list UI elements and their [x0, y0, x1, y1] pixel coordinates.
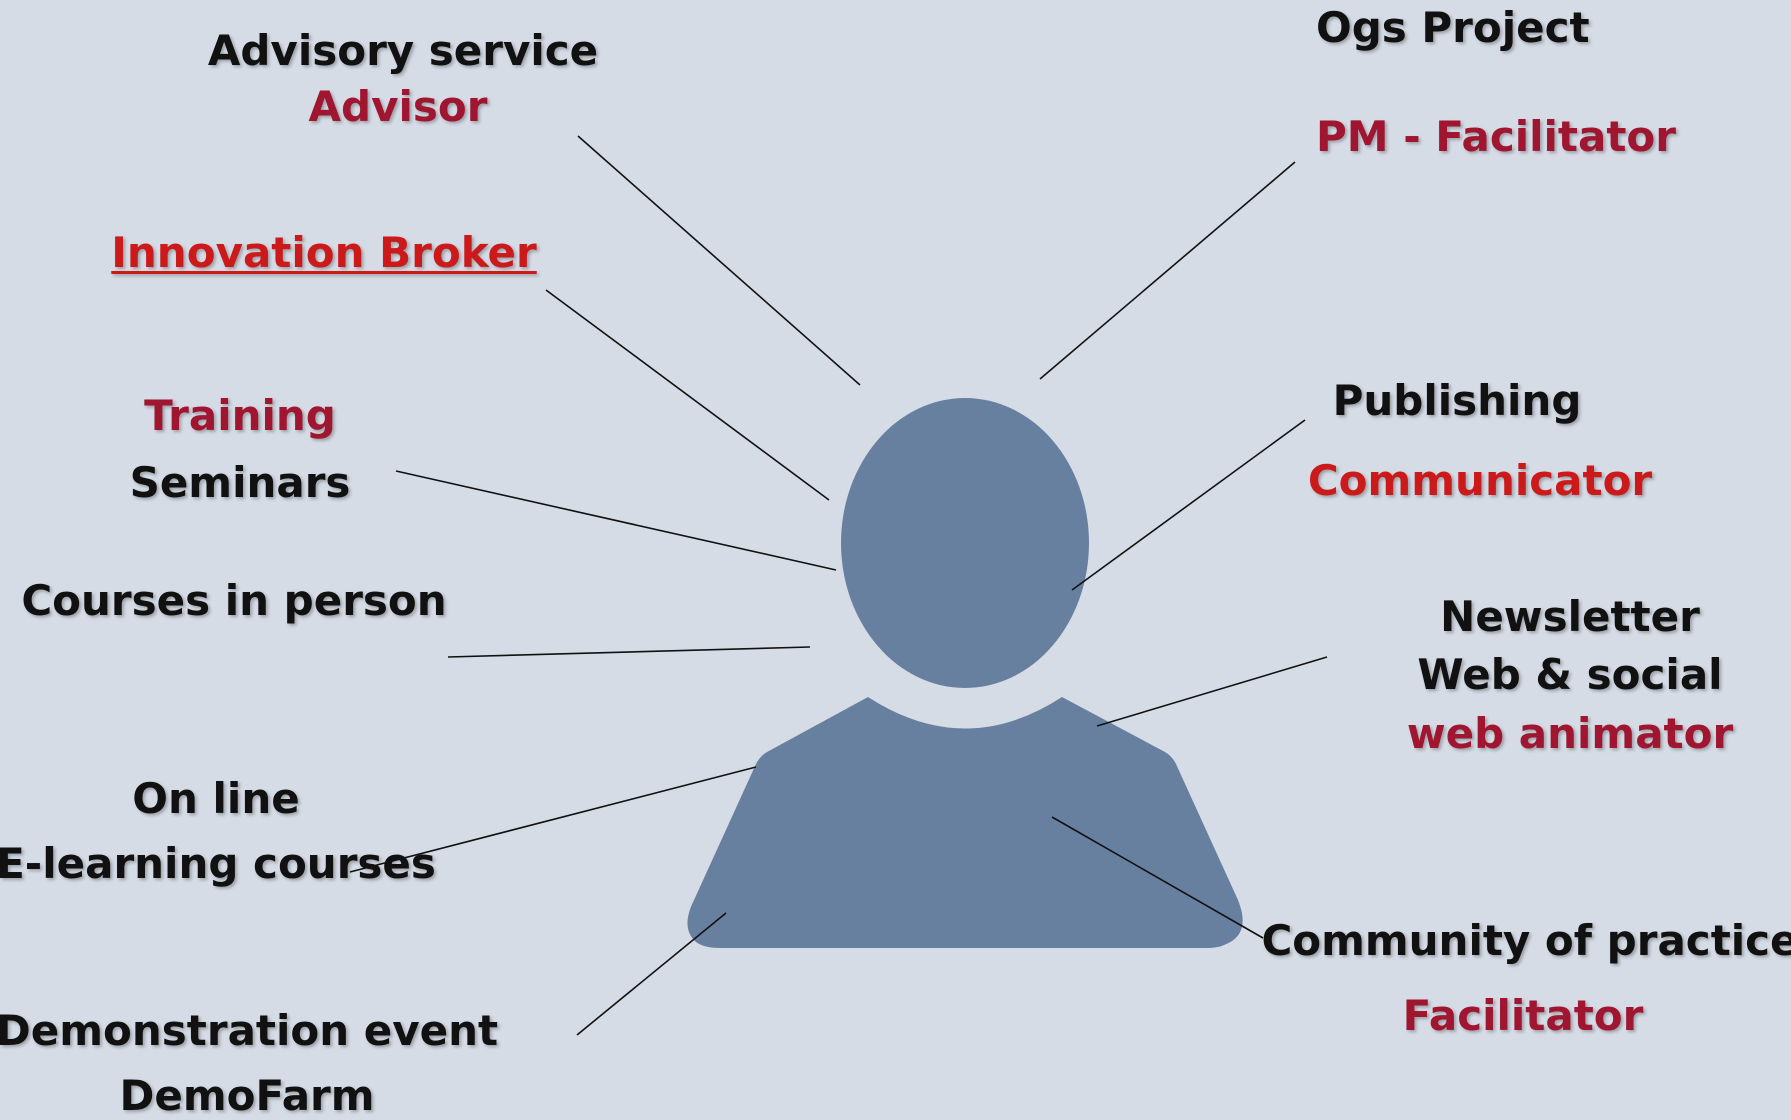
connector-broker — [545, 289, 830, 501]
connector-community — [1051, 816, 1264, 939]
connector-training — [395, 470, 837, 571]
newsletter-title: Newsletter — [1440, 592, 1700, 641]
training-role: Training — [144, 391, 336, 440]
facilitator-role: Facilitator — [1402, 991, 1644, 1040]
connector-advisory — [577, 135, 861, 386]
publishing-title: Publishing — [1332, 376, 1582, 425]
seminars-title: Seminars — [129, 458, 351, 507]
courses-in-person-title: Courses in person — [21, 576, 447, 625]
web-animator-role: web animator — [1406, 709, 1734, 758]
advisory-service-title: Advisory service — [207, 26, 599, 75]
person-head — [841, 398, 1089, 688]
demonstration-event-title: Demonstration event — [0, 1006, 499, 1055]
person-body — [687, 697, 1243, 948]
demofarm-title: DemoFarm — [119, 1071, 375, 1120]
connector-lines — [349, 135, 1328, 1036]
connector-online — [349, 766, 757, 873]
web-social-title: Web & social — [1417, 650, 1723, 699]
innovation-broker-role: Innovation Broker — [111, 228, 537, 277]
communicator-role: Communicator — [1307, 456, 1653, 505]
advisor-role: Advisor — [308, 82, 488, 131]
connector-publishing — [1071, 419, 1306, 591]
community-of-practice-title: Community of practice — [1261, 916, 1791, 965]
elearning-courses-title: E-learning courses — [0, 839, 436, 888]
connector-demo — [576, 912, 727, 1036]
connector-ogs — [1039, 161, 1296, 380]
online-title: On line — [132, 774, 300, 823]
pm-facilitator-role: PM - Facilitator — [1316, 112, 1676, 161]
person-silhouette-icon — [687, 398, 1243, 948]
ogs-project-title: Ogs Project — [1316, 3, 1590, 52]
connector-courses — [447, 646, 811, 658]
connector-newsletter — [1096, 656, 1328, 727]
